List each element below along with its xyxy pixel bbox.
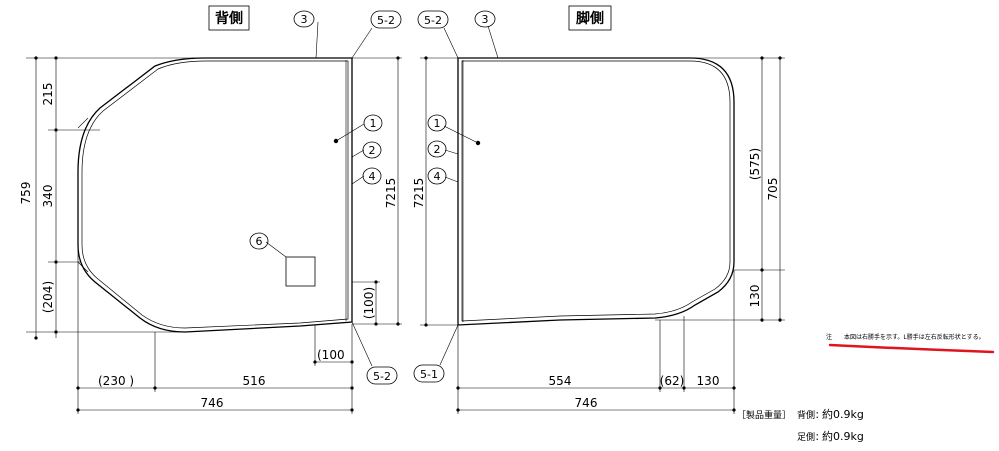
svg-text:759: 759	[19, 182, 33, 205]
svg-text:340: 340	[41, 185, 55, 208]
svg-text:705: 705	[766, 178, 780, 201]
back-panel: 背側 3 5-2 1 2	[19, 5, 402, 414]
svg-text:746: 746	[575, 396, 598, 410]
svg-text:5-2: 5-2	[373, 370, 391, 383]
svg-text:5-2: 5-2	[424, 14, 442, 27]
back-callout-3: 3	[293, 10, 315, 28]
foot-panel-inner-edge	[461, 60, 731, 322]
foot-panel-outline	[457, 57, 735, 326]
foot-callout-3: 3	[474, 10, 496, 28]
foot-bottom-dims: 554 (62) 130 746	[456, 270, 736, 414]
back-callout-5-2-bottom: 5-2	[366, 366, 398, 385]
back-bottom-dims: (100 (230 ) 516 746	[76, 250, 354, 414]
svg-text:(230 ): (230 )	[98, 374, 134, 388]
note-block: 注 本図は右勝手を示す。L勝手は左右反転形状とする。	[826, 333, 995, 354]
back-callout-6: 6	[249, 232, 269, 250]
back-right-dims: 7215 (100)	[352, 56, 402, 326]
back-left-dims: 759 215 340 (204)	[19, 56, 352, 340]
back-callout-5-2-top: 5-2	[370, 10, 402, 29]
svg-text:1: 1	[434, 117, 441, 130]
svg-text:5-2: 5-2	[377, 14, 395, 27]
svg-text:516: 516	[243, 374, 266, 388]
back-title: 背側	[215, 10, 243, 27]
foot-title-box	[568, 5, 612, 31]
weight-title: ［製品重量］	[737, 409, 791, 421]
note-text: 本図は右勝手を示す。L勝手は左右反転形状とする。	[844, 333, 985, 341]
note-underline	[828, 343, 995, 354]
foot-left-dims: 7215	[412, 56, 458, 327]
svg-text:554: 554	[549, 374, 572, 388]
foot-panel: 脚側 5-2 3 1 2 4	[412, 5, 785, 414]
foot-title: 脚側	[576, 10, 604, 27]
back-chamfer-marks	[77, 117, 89, 273]
svg-text:215: 215	[41, 83, 55, 106]
foot-callout-5-1: 5-1	[413, 364, 445, 383]
svg-text:5-1: 5-1	[420, 368, 438, 381]
svg-text:3: 3	[482, 13, 489, 26]
svg-text:(62): (62)	[660, 374, 685, 388]
svg-text:2: 2	[369, 144, 376, 157]
weight-foot-label: 足側：	[797, 431, 824, 443]
weight-back-label: 背側：	[797, 409, 824, 421]
svg-text:(204): (204)	[41, 281, 55, 313]
svg-text:7215: 7215	[412, 178, 426, 209]
svg-text:130: 130	[748, 285, 762, 308]
foot-callout-2: 2	[427, 140, 447, 158]
back-callout-2: 2	[362, 141, 382, 159]
svg-text:(575): (575)	[748, 148, 762, 180]
foot-callout-5-2: 5-2	[417, 10, 449, 29]
back-handle-square	[285, 256, 316, 287]
svg-text:3: 3	[301, 13, 308, 26]
note-prefix: 注	[826, 333, 832, 341]
weight-back-value: 約0.9kg	[822, 407, 864, 421]
back-callout-4: 4	[362, 167, 382, 185]
svg-text:746: 746	[201, 396, 224, 410]
svg-text:2: 2	[434, 143, 441, 156]
foot-right-dims: (575) 705 130	[655, 56, 785, 322]
foot-callout-4: 4	[427, 167, 447, 185]
svg-text:4: 4	[434, 170, 441, 183]
svg-text:(100): (100)	[362, 287, 376, 319]
svg-text:(100: (100	[317, 348, 345, 362]
back-panel-outline	[77, 57, 353, 333]
svg-text:6: 6	[256, 235, 263, 248]
weight-foot-value: 約0.9kg	[822, 429, 864, 443]
svg-text:7215: 7215	[384, 178, 398, 209]
svg-text:1: 1	[370, 117, 377, 130]
back-callout-1: 1	[363, 114, 383, 132]
foot-callout-1: 1	[427, 114, 447, 132]
svg-text:130: 130	[697, 374, 720, 388]
weight-block: ［製品重量］ 背側： 約0.9kg 足側： 約0.9kg	[737, 407, 864, 443]
back-panel-inner-edge	[81, 60, 349, 329]
svg-text:4: 4	[369, 170, 376, 183]
back-title-box	[208, 5, 250, 31]
